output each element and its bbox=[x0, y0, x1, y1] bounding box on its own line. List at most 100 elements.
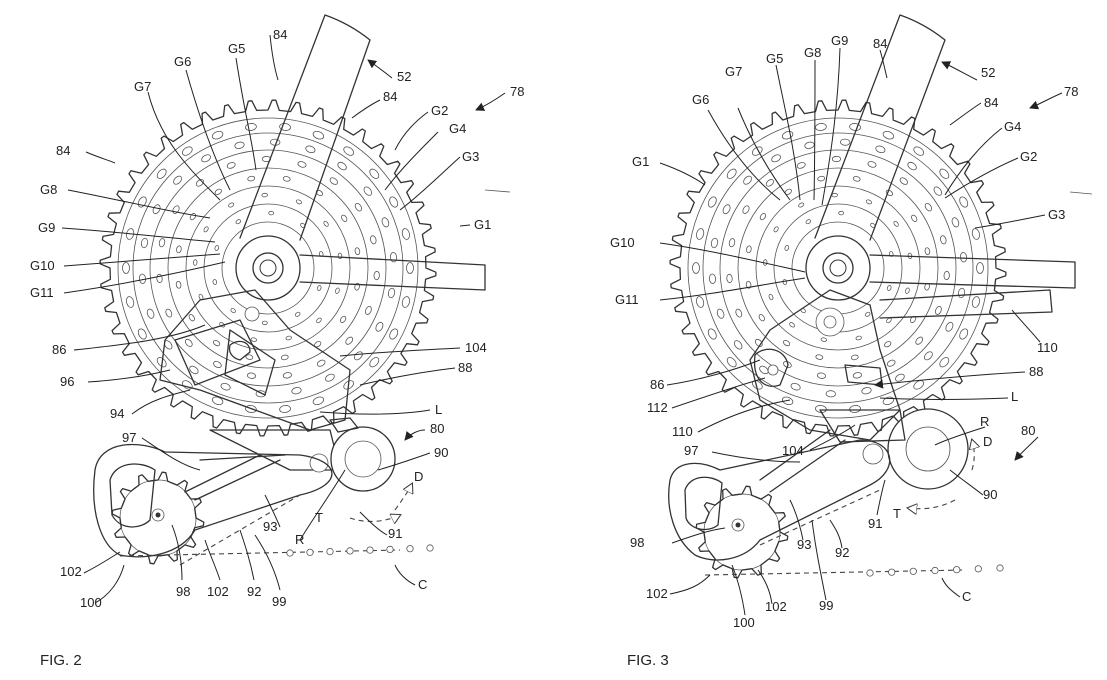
cassette-cutout bbox=[329, 177, 338, 185]
label-80: 80 bbox=[1021, 423, 1035, 438]
label-104: 104 bbox=[782, 443, 804, 458]
cassette-cutout bbox=[759, 213, 767, 221]
cassette-cutout bbox=[939, 357, 950, 368]
chain-link bbox=[931, 566, 939, 575]
cassette-cutout bbox=[864, 311, 871, 317]
cassette-cutout bbox=[245, 123, 257, 131]
cassette-cutout bbox=[246, 372, 257, 379]
cassette-cutout bbox=[369, 168, 380, 179]
label-92: 92 bbox=[835, 545, 849, 560]
cassette-cutout bbox=[710, 237, 719, 249]
cassette-cutout bbox=[913, 380, 925, 390]
cassette-cutout bbox=[905, 287, 910, 294]
cassette-cutout bbox=[389, 328, 399, 340]
cassette-cutout bbox=[735, 308, 743, 318]
cassette-cutout bbox=[745, 280, 752, 289]
cassette-cutout bbox=[316, 317, 322, 324]
cassette-cutout bbox=[261, 320, 268, 326]
label-102-left: 102 bbox=[60, 564, 82, 579]
cassette-cutout bbox=[282, 372, 292, 379]
cassette-cutout bbox=[189, 213, 197, 221]
cassette-cutout bbox=[189, 365, 199, 375]
motion-arrows-2 bbox=[349, 484, 412, 521]
label-52: 52 bbox=[981, 65, 995, 80]
cassette-cutout bbox=[838, 210, 845, 216]
cassette-cutout bbox=[325, 373, 335, 382]
cassette-cutout bbox=[381, 217, 390, 228]
cassette-cutout bbox=[959, 328, 969, 340]
cassette-cutout bbox=[945, 321, 954, 332]
label-91: 91 bbox=[388, 526, 402, 541]
label-104: 104 bbox=[465, 340, 487, 355]
label-G1: G1 bbox=[474, 217, 491, 232]
cassette-cutout bbox=[285, 335, 292, 341]
label-84-top: 84 bbox=[273, 27, 287, 42]
label-C: C bbox=[418, 577, 427, 592]
cassette-cutout bbox=[884, 341, 892, 348]
label-R: R bbox=[295, 532, 304, 547]
cassette-cutout bbox=[158, 238, 166, 248]
lower-pulley-teeth bbox=[111, 471, 205, 565]
label-100: 100 bbox=[733, 615, 755, 630]
label-G8: G8 bbox=[40, 182, 57, 197]
cassette-cutout bbox=[181, 380, 193, 390]
cassette-cutout bbox=[192, 259, 198, 266]
cassette-cutout bbox=[247, 175, 256, 182]
cassette-cutout bbox=[339, 315, 347, 323]
cassette-cutout bbox=[855, 335, 862, 341]
cassette-cutout bbox=[716, 308, 725, 319]
cassette-cutout bbox=[203, 226, 209, 233]
cassette-cutout bbox=[899, 177, 908, 185]
cassette-cutout bbox=[831, 155, 842, 163]
cassette-cutout bbox=[781, 130, 794, 140]
chain-link bbox=[406, 545, 414, 553]
label-G10: G10 bbox=[30, 258, 55, 273]
cassette-cutout bbox=[913, 146, 925, 156]
label-99: 99 bbox=[272, 594, 286, 609]
cassette-cutout bbox=[323, 220, 329, 227]
cassette-cutout bbox=[933, 186, 943, 196]
cassette-cutout bbox=[911, 214, 918, 222]
cassette-cutout bbox=[895, 373, 905, 382]
cassette-cutout bbox=[211, 130, 224, 140]
label-84-mid: 84 bbox=[383, 89, 397, 104]
cassette-cutout bbox=[796, 162, 806, 169]
cassette-cutout bbox=[751, 146, 763, 156]
cassette-cutout bbox=[865, 199, 872, 205]
label-88: 88 bbox=[458, 360, 472, 375]
figure-3: G9 G8 84 G5 G7 52 78 G6 84 G4 G1 G2 G3 G… bbox=[610, 14, 1093, 669]
chain-link bbox=[386, 545, 394, 554]
cassette-cutout bbox=[742, 205, 750, 214]
cassette-cutout bbox=[213, 339, 221, 347]
cassette-cutout bbox=[280, 354, 289, 361]
label-78: 78 bbox=[1064, 84, 1078, 99]
frame-stays-3 bbox=[805, 14, 1093, 319]
label-D: D bbox=[983, 434, 992, 449]
label-G8: G8 bbox=[804, 45, 821, 60]
label-C: C bbox=[962, 589, 971, 604]
cassette-cutout bbox=[316, 285, 322, 291]
cassette-cutout bbox=[816, 372, 827, 379]
chain-link bbox=[426, 544, 434, 552]
cassette-cutout bbox=[337, 252, 343, 260]
label-110-mid: 110 bbox=[672, 424, 693, 439]
label-84-top: 84 bbox=[873, 36, 887, 51]
cassette-cutouts bbox=[122, 123, 414, 413]
label-L: L bbox=[1011, 389, 1018, 404]
cassette-cutout bbox=[234, 141, 245, 149]
cassette-cutout bbox=[230, 308, 236, 314]
label-T: T bbox=[315, 510, 323, 525]
cassette-cutout bbox=[886, 285, 892, 291]
cassette-cutout bbox=[375, 321, 384, 332]
cassette-cutout bbox=[923, 351, 933, 361]
cage-and-pulley-2 bbox=[93, 443, 333, 565]
cassette-cutout bbox=[363, 186, 373, 196]
cassette-cutout bbox=[907, 161, 917, 171]
cassette-cutout bbox=[137, 328, 147, 340]
cassette-cutout bbox=[798, 202, 805, 208]
cassette-cutout bbox=[294, 311, 301, 317]
cassette-cutout bbox=[825, 390, 836, 398]
chain-link bbox=[996, 564, 1004, 572]
cassette-cutout bbox=[373, 270, 380, 281]
cassette-cutout bbox=[852, 176, 861, 182]
